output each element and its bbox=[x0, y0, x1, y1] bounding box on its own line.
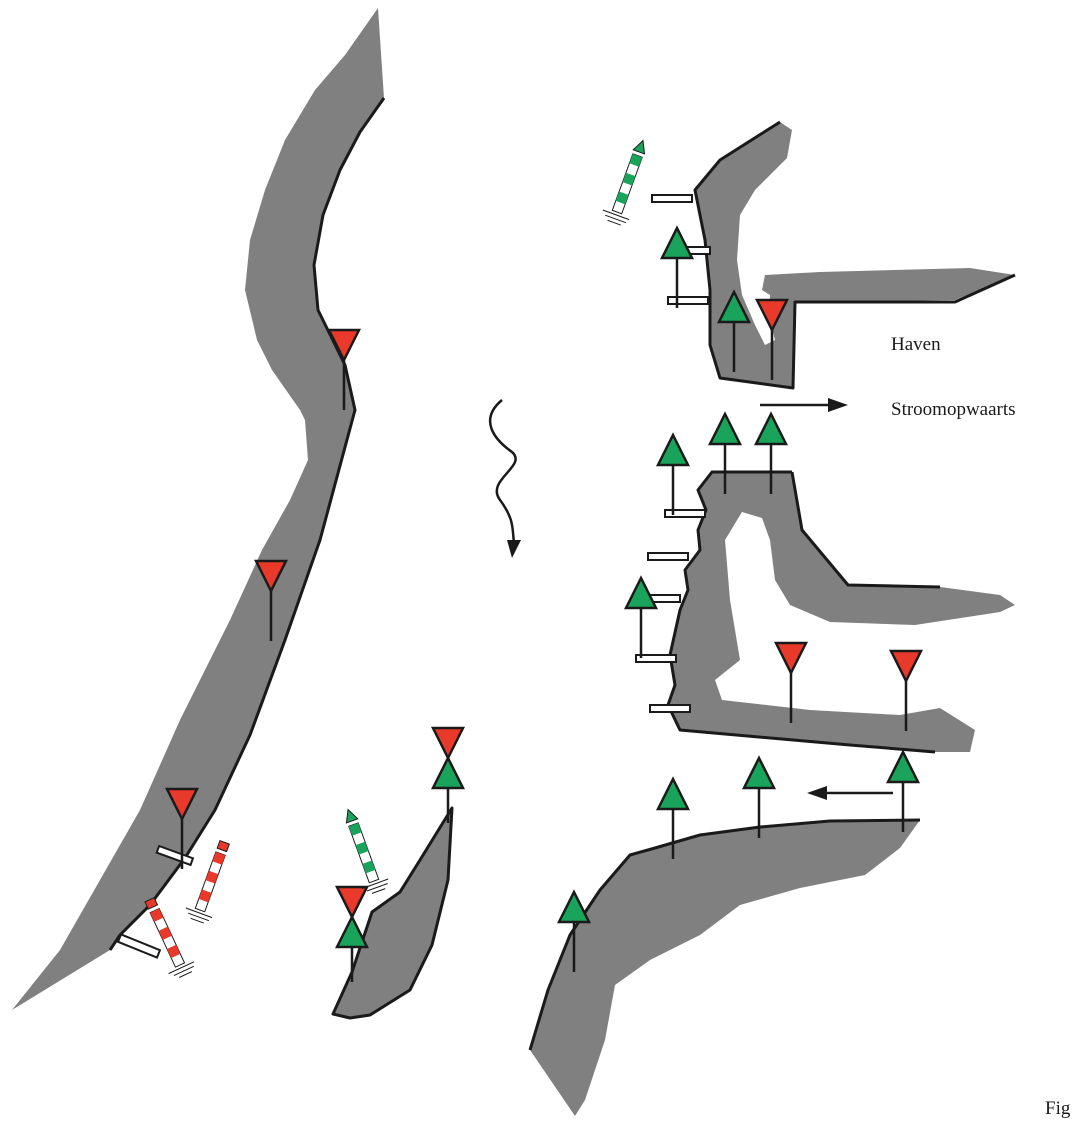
wavy-arrow-icon bbox=[488, 399, 521, 558]
jetty bbox=[664, 509, 706, 518]
left-bank bbox=[12, 8, 386, 1010]
figure-caption-fragment: Fig bbox=[1045, 1098, 1071, 1119]
green-triangle-up-sign-icon bbox=[656, 433, 690, 517]
green-triangle-up-sign-icon bbox=[624, 576, 658, 660]
arrow-icon bbox=[760, 398, 848, 412]
striped-spar-buoy-icon bbox=[334, 804, 392, 897]
middle-harbour-land bbox=[666, 470, 1015, 754]
red-green-dual-sign-icon bbox=[431, 726, 465, 825]
jetty bbox=[651, 194, 693, 203]
jetties bbox=[116, 194, 711, 959]
jetty bbox=[116, 933, 162, 959]
stroomopwaarts-label: Stroomopwaarts bbox=[891, 399, 1016, 420]
bottom-right-bank bbox=[528, 818, 921, 1116]
jetty bbox=[155, 844, 195, 867]
arrow-icon bbox=[807, 786, 893, 800]
jetty bbox=[649, 704, 691, 713]
striped-spar-buoy-icon bbox=[599, 135, 657, 228]
middle-island bbox=[331, 806, 454, 1020]
jetty bbox=[667, 296, 709, 305]
haven-label: Haven bbox=[891, 334, 941, 355]
jetty bbox=[647, 552, 689, 561]
top-harbour-land bbox=[693, 120, 1016, 390]
